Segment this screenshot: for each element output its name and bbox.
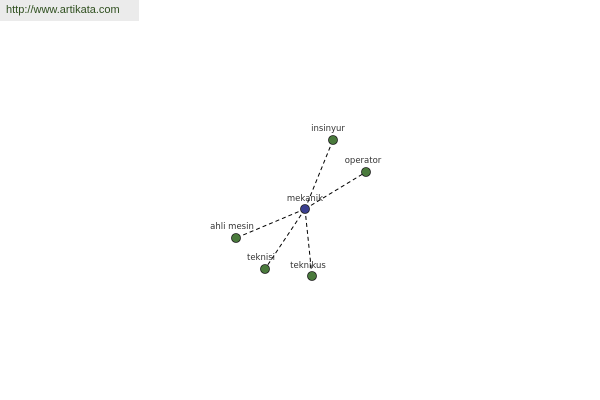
node-label-teknisi[interactable]: teknisi (247, 253, 275, 263)
edge-mekanik-teknikus (304, 208, 313, 277)
node-teknisi[interactable] (260, 264, 270, 274)
edge-mekanik-insinyur (304, 139, 334, 210)
node-operator[interactable] (361, 167, 371, 177)
node-label-insinyur[interactable]: insinyur (311, 124, 345, 134)
nodes-group: insinyur operator ahli mesin teknisi tekniku… (210, 124, 382, 281)
url-banner: http://www.artikata.com (0, 0, 139, 21)
node-teknikus[interactable] (307, 271, 317, 281)
node-label-teknikus[interactable]: teknikus (290, 261, 326, 271)
url-link[interactable]: http://www.artikata.com (6, 4, 120, 16)
edge-mekanik-ahli-mesin (235, 208, 306, 239)
node-insinyur[interactable] (328, 135, 338, 145)
edge-mekanik-operator (304, 171, 367, 210)
node-ahli-mesin[interactable] (231, 233, 241, 243)
node-label-ahli-mesin[interactable]: ahli mesin (210, 222, 254, 232)
node-label-center: mekanik (287, 194, 323, 204)
node-label-operator[interactable]: operator (345, 156, 382, 166)
node-center-mekanik[interactable] (300, 204, 310, 214)
edge-mekanik-teknisi (264, 208, 306, 270)
edges-group (235, 139, 367, 277)
